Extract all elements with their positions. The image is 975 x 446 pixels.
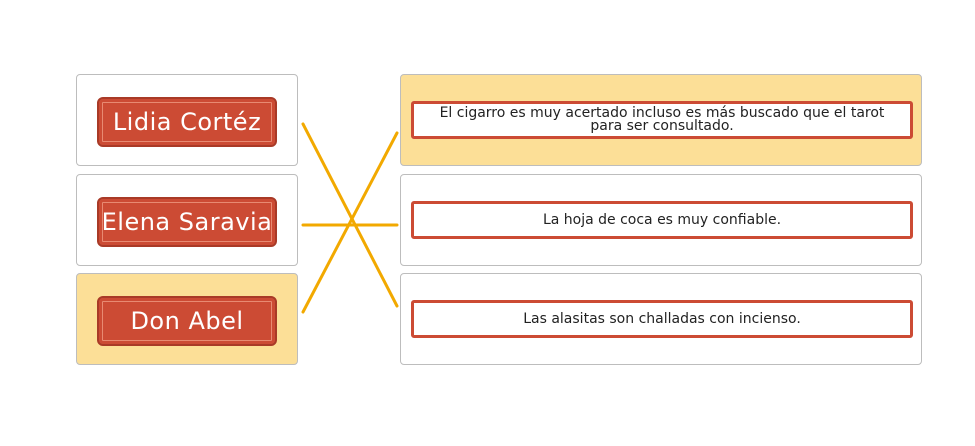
name-tag-don-abel[interactable]: Don Abel xyxy=(97,296,277,346)
right-card-alasitas[interactable]: Las alasitas son challadas con incienso. xyxy=(400,273,922,365)
statement-cigarro[interactable]: El cigarro es muy acertado incluso es má… xyxy=(411,101,913,139)
left-card-elena[interactable]: Elena Saravia xyxy=(76,174,298,266)
link-don-abel-to-cigarro xyxy=(301,131,399,314)
name-tag-elena[interactable]: Elena Saravia xyxy=(97,197,277,247)
right-card-coca[interactable]: La hoja de coca es muy confiable. xyxy=(400,174,922,266)
statement-alasitas[interactable]: Las alasitas son challadas con incienso. xyxy=(411,300,913,338)
name-tag-lidia[interactable]: Lidia Cortéz xyxy=(97,97,277,147)
left-card-don-abel[interactable]: Don Abel xyxy=(76,273,298,365)
right-card-cigarro[interactable]: El cigarro es muy acertado incluso es má… xyxy=(400,74,922,166)
link-lidia-to-alasitas xyxy=(301,122,399,308)
left-card-lidia[interactable]: Lidia Cortéz xyxy=(76,74,298,166)
statement-coca[interactable]: La hoja de coca es muy confiable. xyxy=(411,201,913,239)
